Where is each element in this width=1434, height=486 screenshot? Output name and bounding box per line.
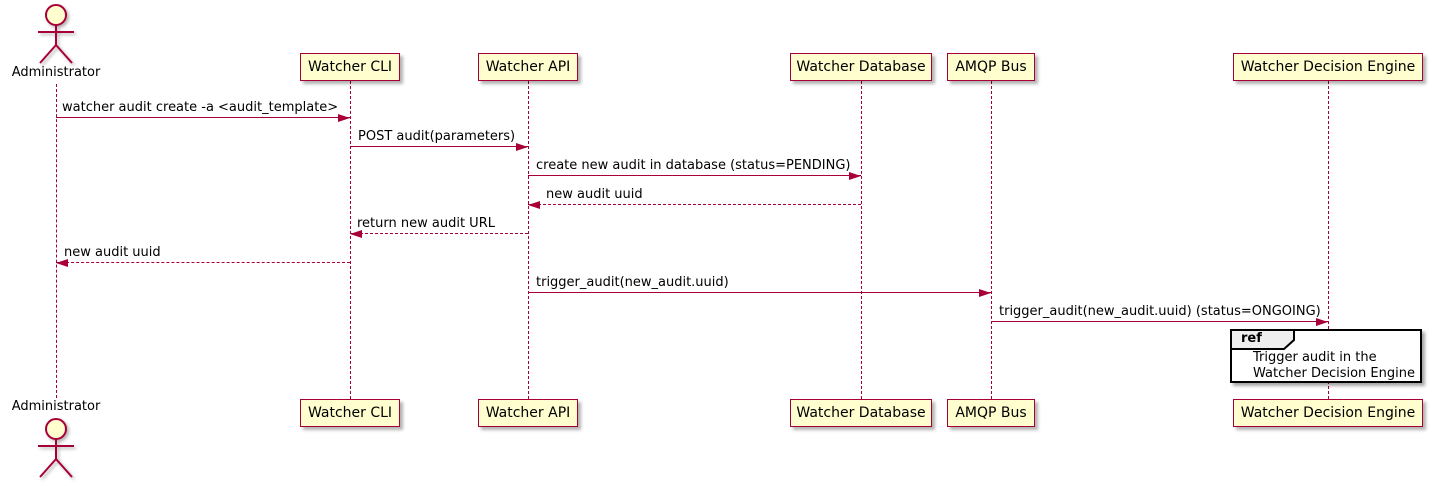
ref-text-line1: Trigger audit in the [1253, 350, 1377, 365]
arrowhead-icon [350, 230, 362, 238]
actor-label: Administrator [11, 65, 101, 80]
lifeline-watcher-decision-engine [1328, 81, 1329, 399]
participant-watcher-api-top: Watcher API [478, 53, 578, 81]
participant-label: Watcher Decision Engine [1240, 405, 1416, 421]
participant-label: Watcher CLI [307, 59, 393, 75]
lifeline-watcher-database [861, 81, 862, 399]
participant-watcher-cli-top: Watcher CLI [300, 53, 400, 81]
lifeline-watcher-api [528, 81, 529, 399]
participant-watcher-decision-engine-bottom: Watcher Decision Engine [1233, 399, 1423, 427]
message-label: POST audit(parameters) [358, 129, 516, 144]
participant-label: Watcher Decision Engine [1240, 59, 1416, 75]
arrowhead-icon [516, 143, 528, 151]
message-label: new audit uuid [64, 245, 161, 260]
participant-watcher-decision-engine-top: Watcher Decision Engine [1233, 53, 1423, 81]
ref-text-line2: Watcher Decision Engine [1253, 366, 1415, 381]
message-label: create new audit in database (status=PEN… [536, 158, 851, 173]
ref-keyword: ref [1241, 331, 1262, 346]
message-label: trigger_audit(new_audit.uuid) (status=ON… [999, 304, 1321, 319]
participant-watcher-cli-bottom: Watcher CLI [300, 399, 400, 427]
participant-label: Watcher Database [796, 405, 926, 421]
participant-amqp-bus-top: AMQP Bus [947, 53, 1035, 81]
participant-label: Watcher Database [796, 59, 926, 75]
ref-pentagon-icon [1230, 329, 1295, 350]
message-label: watcher audit create -a <audit_template> [62, 100, 339, 115]
arrowhead-icon [56, 259, 68, 267]
participant-watcher-api-bottom: Watcher API [478, 399, 578, 427]
message-line [528, 292, 991, 293]
message-line [991, 321, 1328, 322]
message-label: new audit uuid [546, 187, 643, 202]
arrowhead-icon [979, 289, 991, 297]
actor-icon [38, 418, 74, 478]
participant-label: AMQP Bus [955, 405, 1027, 421]
arrowhead-icon [528, 201, 540, 209]
actor-icon [38, 4, 74, 64]
participant-label: AMQP Bus [955, 59, 1027, 75]
message-line [350, 146, 528, 147]
participant-amqp-bus-bottom: AMQP Bus [947, 399, 1035, 427]
message-line [528, 204, 861, 205]
participant-watcher-database-top: Watcher Database [790, 53, 932, 81]
participant-label: Watcher API [485, 405, 571, 421]
participant-watcher-database-bottom: Watcher Database [790, 399, 932, 427]
message-line [56, 117, 350, 118]
arrowhead-icon [338, 114, 350, 122]
lifeline-administrator [56, 84, 57, 398]
arrowhead-icon [849, 172, 861, 180]
ref-fragment: ref Trigger audit in the Watcher Decisio… [1230, 329, 1422, 383]
actor-label: Administrator [11, 399, 101, 414]
participant-label: Watcher API [485, 59, 571, 75]
message-label: trigger_audit(new_audit.uuid) [536, 275, 729, 290]
lifeline-amqp-bus [991, 81, 992, 399]
message-line [528, 175, 861, 176]
message-line [350, 233, 528, 234]
lifeline-watcher-cli [350, 81, 351, 399]
message-label: return new audit URL [357, 216, 495, 231]
participant-label: Watcher CLI [307, 405, 393, 421]
message-line [56, 262, 350, 263]
arrowhead-icon [1316, 318, 1328, 326]
